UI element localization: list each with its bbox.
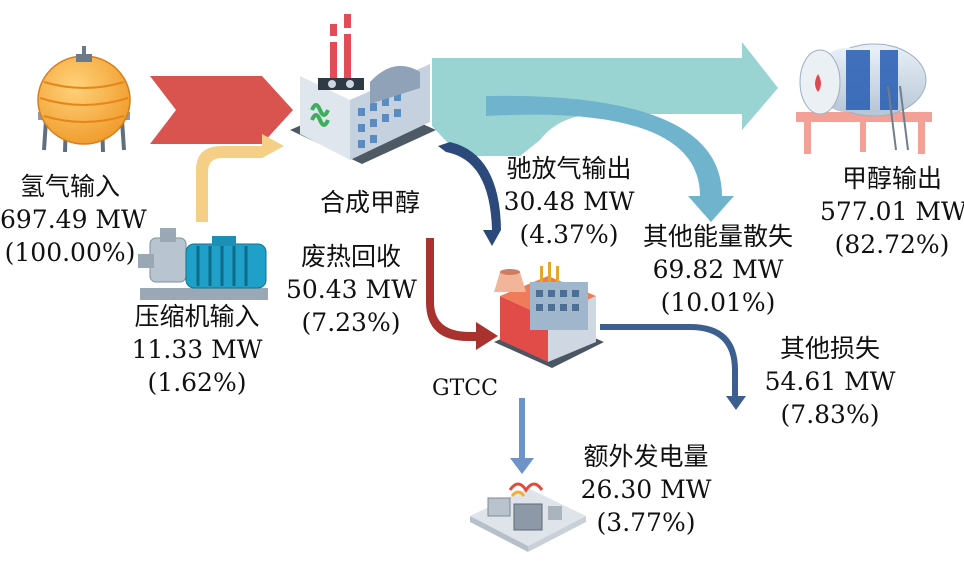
other-losses-value: 54.61 MW xyxy=(764,367,896,396)
hydrogen-input-value: 697.49 MW xyxy=(0,205,147,234)
waste-heat-recovery-value: 50.43 MW xyxy=(286,275,417,304)
methanol-output-percent: (82.72%) xyxy=(834,230,950,259)
other-energy-loss-label: 其他能量散失 69.82 MW (10.01%) xyxy=(630,220,806,319)
other-energy-loss-value: 69.82 MW xyxy=(652,255,784,284)
extra-power-label: 额外发电量 26.30 MW (3.77%) xyxy=(566,440,726,539)
other-losses-percent: (7.83%) xyxy=(780,400,880,429)
purge-gas-output-label: 驰放气输出 30.48 MW (4.37%) xyxy=(494,152,644,251)
methanol-plant-icon xyxy=(290,14,436,164)
waste-heat-recovery-label: 废热回收 50.43 MW (7.23%) xyxy=(286,240,417,339)
methanol-output-name: 甲醇输出 xyxy=(841,164,942,193)
methanol-synthesis-name: 合成甲醇 xyxy=(319,188,420,217)
other-energy-loss-name: 其他能量散失 xyxy=(642,222,793,251)
compressor-input-label: 压缩机输入 11.33 MW (1.62%) xyxy=(122,300,272,399)
other-losses-flow-arrow xyxy=(600,324,746,410)
compressor-flow-arrow xyxy=(196,134,284,222)
hydrogen-input-name: 氢气输入 xyxy=(19,172,120,201)
methanol-synthesis-label: 合成甲醇 xyxy=(305,186,435,219)
extra-power-percent: (3.77%) xyxy=(596,508,696,537)
compressor-input-value: 11.33 MW xyxy=(131,335,263,364)
other-energy-loss-percent: (10.01%) xyxy=(660,288,776,317)
purge-gas-output-value: 30.48 MW xyxy=(503,187,635,216)
substation-icon xyxy=(470,482,586,552)
methanol-flow-arrow xyxy=(432,42,778,156)
purge-gas-output-percent: (4.37%) xyxy=(519,220,619,249)
compressor-pump-icon xyxy=(138,228,268,300)
power-flow-arrow xyxy=(510,398,534,474)
other-losses-name: 其他损失 xyxy=(779,334,880,363)
purge-gas-output-name: 驰放气输出 xyxy=(506,154,632,183)
extra-power-value: 26.30 MW xyxy=(580,475,712,504)
compressor-input-name: 压缩机输入 xyxy=(134,302,260,331)
gtcc-plant-icon xyxy=(494,262,604,368)
extra-power-name: 额外发电量 xyxy=(583,442,709,471)
hydrogen-flow-arrow xyxy=(150,76,293,144)
methanol-output-value: 577.01 MW xyxy=(820,197,964,226)
hydrogen-input-label: 氢气输入 697.49 MW (100.00%) xyxy=(0,170,147,269)
other-energy-loss-flow-arrow xyxy=(486,95,734,222)
waste-heat-recovery-name: 废热回收 xyxy=(300,242,401,271)
methanol-tank-icon xyxy=(796,43,932,154)
purge-gas-flow-arrow xyxy=(438,142,501,246)
hydrogen-tank-icon xyxy=(37,46,131,153)
hydrogen-input-percent: (100.00%) xyxy=(4,238,136,267)
waste-heat-recovery-percent: (7.23%) xyxy=(301,308,401,337)
methanol-output-label: 甲醇输出 577.01 MW (82.72%) xyxy=(820,162,964,261)
waste-heat-flow-arrow xyxy=(426,238,498,350)
other-losses-label: 其他损失 54.61 MW (7.83%) xyxy=(760,332,900,431)
gtcc-label: GTCC xyxy=(432,376,498,401)
compressor-input-percent: (1.62%) xyxy=(147,368,247,397)
